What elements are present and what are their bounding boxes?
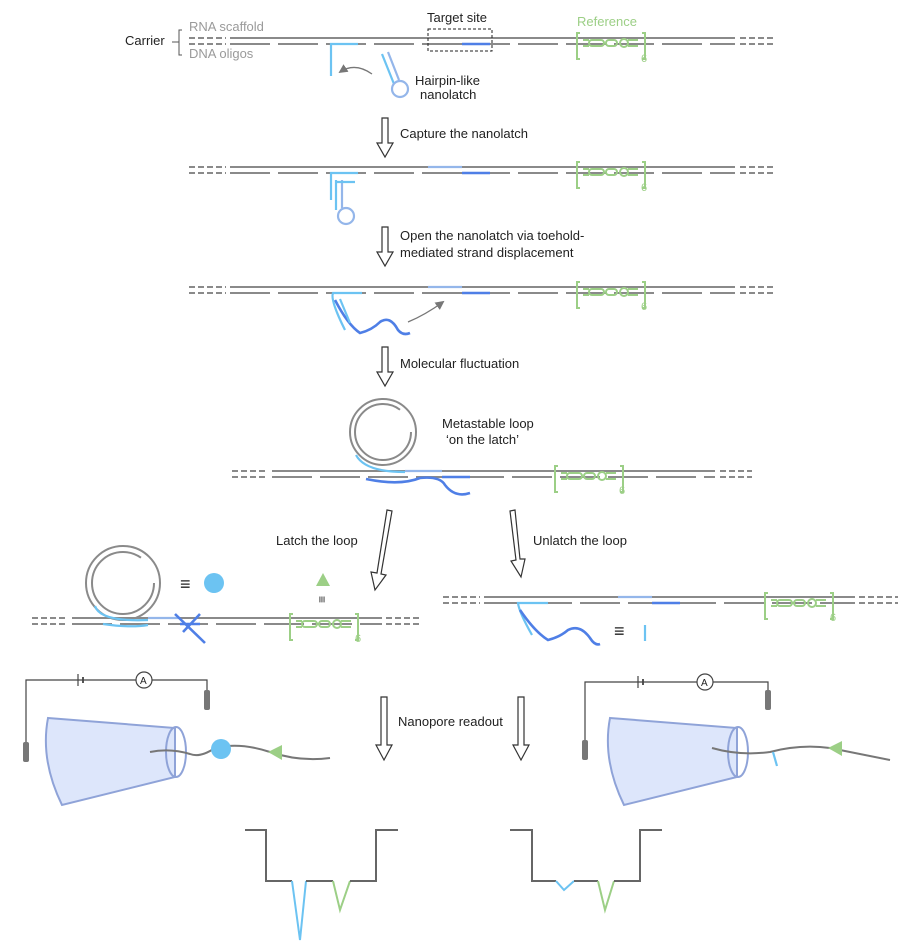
metastable-label-1: Metastable loop	[442, 416, 534, 431]
unlatch-arrow	[509, 509, 526, 579]
equiv-sign-ref: ≡	[315, 596, 329, 603]
reference-count-2: 6	[641, 182, 647, 194]
stage-2-captured: 6	[189, 161, 773, 226]
stage-3-opened: 6	[189, 281, 773, 336]
circuit-wire-right	[584, 681, 769, 742]
ammeter-label-right: A	[701, 678, 708, 689]
step-capture-label: Capture the nanolatch	[400, 126, 528, 141]
target-site-label: Target site	[427, 10, 487, 25]
equiv-sign-left: ≡	[180, 574, 191, 594]
reference-count-3: 6	[641, 301, 647, 313]
down-arrow-capture	[375, 117, 395, 159]
step-open-label-2: mediated strand displacement	[400, 245, 574, 260]
nanopore-cone-left	[44, 716, 176, 807]
metastable-loop-outer	[349, 398, 417, 466]
down-arrow-readout-left	[375, 696, 393, 762]
down-arrow-fluctuation	[375, 346, 395, 388]
trace-right-baseline-c	[614, 829, 662, 882]
latch-loop-2	[336, 206, 356, 226]
step-open-label-1: Open the nanolatch via toehold-	[400, 228, 584, 243]
displacement-arrow	[407, 300, 445, 323]
hairpin-label-1: Hairpin-like	[415, 73, 480, 88]
nanopore-right: A	[582, 673, 891, 807]
stage-4-metastable-loop: Metastable loop ‘on the latch’ 6	[232, 398, 752, 497]
circuit-wire-left	[25, 679, 208, 744]
latch-loop-label: Latch the loop	[276, 533, 358, 548]
hairpin-label-2: nanolatch	[420, 87, 476, 102]
stage-5-unlatched: ≡ 6	[443, 592, 898, 646]
ammeter-label-left: A	[140, 676, 147, 687]
current-trace-right	[510, 829, 662, 914]
opened-hook-b	[338, 298, 352, 324]
equiv-sign-right: ≡	[614, 621, 625, 641]
reference-count-4: 6	[619, 485, 625, 497]
unlatched-hook-a	[516, 601, 548, 636]
translocating-strand-left	[149, 744, 331, 761]
trace-left-reference-spike	[332, 880, 351, 914]
trace-right-signal-spike	[555, 880, 575, 892]
reference-count-6: 6	[830, 612, 836, 624]
reference-triangle	[316, 573, 330, 586]
reference-motif-3	[576, 281, 646, 309]
nanopore-left: A	[23, 671, 331, 807]
stage-1-carrier: Carrier RNA scaffold DNA oligos Target s…	[125, 10, 773, 102]
carrier-bracket	[172, 29, 182, 56]
latched-loop-inner	[91, 551, 155, 615]
nanopore-readout-label: Nanopore readout	[398, 714, 503, 729]
electrode-left-a	[23, 742, 29, 762]
ammeter-left	[135, 671, 153, 689]
pore-signal-dot	[211, 739, 231, 759]
trace-left-signal-spike	[291, 880, 307, 941]
carrier-label: Carrier	[125, 33, 165, 48]
translocating-strand-right	[711, 745, 891, 761]
electrode-right-a	[582, 740, 588, 760]
current-trace-left	[245, 829, 398, 941]
latch-arrow	[370, 509, 393, 592]
rna-scaffold-label: RNA scaffold	[189, 19, 264, 34]
reference-motif	[576, 32, 646, 60]
latched-cross	[174, 613, 206, 644]
target-site-box	[427, 28, 493, 52]
opened-latch-strand	[333, 299, 411, 336]
reference-motif-4	[554, 465, 624, 493]
trace-left-baseline-a	[245, 829, 292, 882]
hairpin-stem-a	[380, 53, 396, 85]
down-arrow-readout-right	[512, 696, 530, 762]
trace-left-baseline-c	[350, 829, 398, 882]
step-fluctuation-label: Molecular fluctuation	[400, 356, 519, 371]
reference-motif-2	[576, 161, 646, 189]
reference-count: 6	[641, 53, 647, 65]
capture-hook-2	[329, 171, 358, 200]
nanopore-cone-right	[606, 716, 738, 807]
pore-reference-triangle-right	[828, 741, 842, 756]
down-arrow-open	[375, 226, 395, 268]
trace-right-reference-spike	[597, 880, 615, 914]
metastable-label-2: ‘on the latch’	[446, 432, 519, 447]
loop-latch-a	[355, 454, 406, 474]
latched-strand-a	[93, 605, 149, 622]
ammeter-right	[696, 673, 714, 691]
pore-reference-triangle-left	[268, 745, 282, 760]
reference-count-5: 6	[355, 633, 361, 645]
capture-hook	[329, 42, 358, 76]
loop-latch-strand	[365, 476, 471, 496]
reference-label: Reference	[577, 14, 637, 29]
trace-right-baseline-a	[510, 829, 556, 882]
metastable-loop-inner	[354, 403, 412, 461]
electrode-right-b	[765, 690, 771, 710]
unlatch-loop-label: Unlatch the loop	[533, 533, 627, 548]
stage-5-latched: ≡ ≡ 6	[32, 545, 422, 645]
unlatched-strand	[518, 609, 601, 646]
latched-strand-b	[102, 622, 149, 628]
hairpin-stem-b	[386, 51, 401, 81]
dna-oligos-label: DNA oligos	[189, 46, 254, 61]
hairpin-loop	[390, 79, 410, 99]
electrode-left-b	[204, 690, 210, 710]
latched-signal-dot	[204, 573, 224, 593]
capture-arrow	[338, 64, 373, 75]
opened-hook-a	[331, 291, 362, 331]
pore-signal-bar	[771, 751, 779, 767]
